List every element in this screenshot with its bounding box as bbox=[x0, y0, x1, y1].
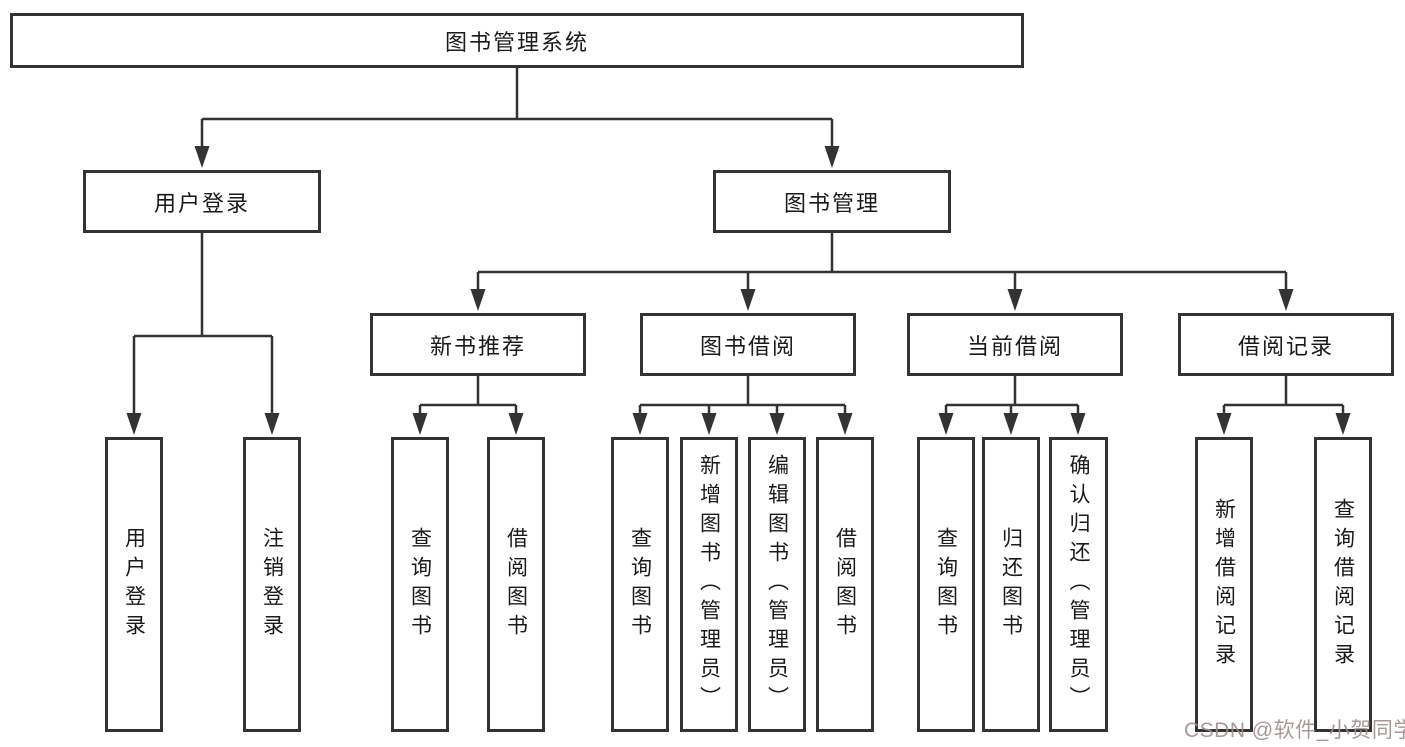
leaf-current-return-books: 归还图书 bbox=[982, 437, 1040, 732]
leaf-record-query-borrow-record: 查询借阅记录 bbox=[1314, 437, 1372, 732]
leaf-borrow-query-books: 查询图书 bbox=[611, 437, 669, 732]
leaf-record-add-borrow-record: 新增借阅记录 bbox=[1195, 437, 1253, 732]
leaf-logout: 注销登录 bbox=[243, 437, 301, 732]
node-borrow-record: 借阅记录 bbox=[1178, 313, 1394, 376]
node-library-management-system: 图书管理系统 bbox=[10, 13, 1024, 68]
leaf-borrow-add-books-admin: 新增图书（管理员） bbox=[680, 437, 738, 732]
node-new-book-recommend: 新书推荐 bbox=[370, 313, 586, 376]
leaf-newbook-query-books: 查询图书 bbox=[391, 437, 449, 732]
leaf-current-confirm-return-admin: 确认归还（管理员） bbox=[1049, 437, 1108, 732]
node-book-borrow: 图书借阅 bbox=[640, 313, 856, 376]
node-book-management-branch: 图书管理 bbox=[713, 170, 951, 233]
leaf-user-login: 用户登录 bbox=[105, 437, 163, 732]
csdn-watermark: CSDN @软件_小贺同学 bbox=[1184, 719, 1405, 742]
leaf-borrow-edit-books-admin: 编辑图书（管理员） bbox=[748, 437, 806, 732]
arrow-heads bbox=[126, 146, 1351, 435]
leaf-borrow-borrow-books: 借阅图书 bbox=[816, 437, 874, 732]
node-current-borrow: 当前借阅 bbox=[907, 313, 1123, 376]
node-user-login-branch: 用户登录 bbox=[83, 170, 321, 233]
leaf-newbook-borrow-books: 借阅图书 bbox=[487, 437, 545, 732]
tree-edges bbox=[132, 68, 1345, 417]
leaf-current-query-books: 查询图书 bbox=[917, 437, 975, 732]
